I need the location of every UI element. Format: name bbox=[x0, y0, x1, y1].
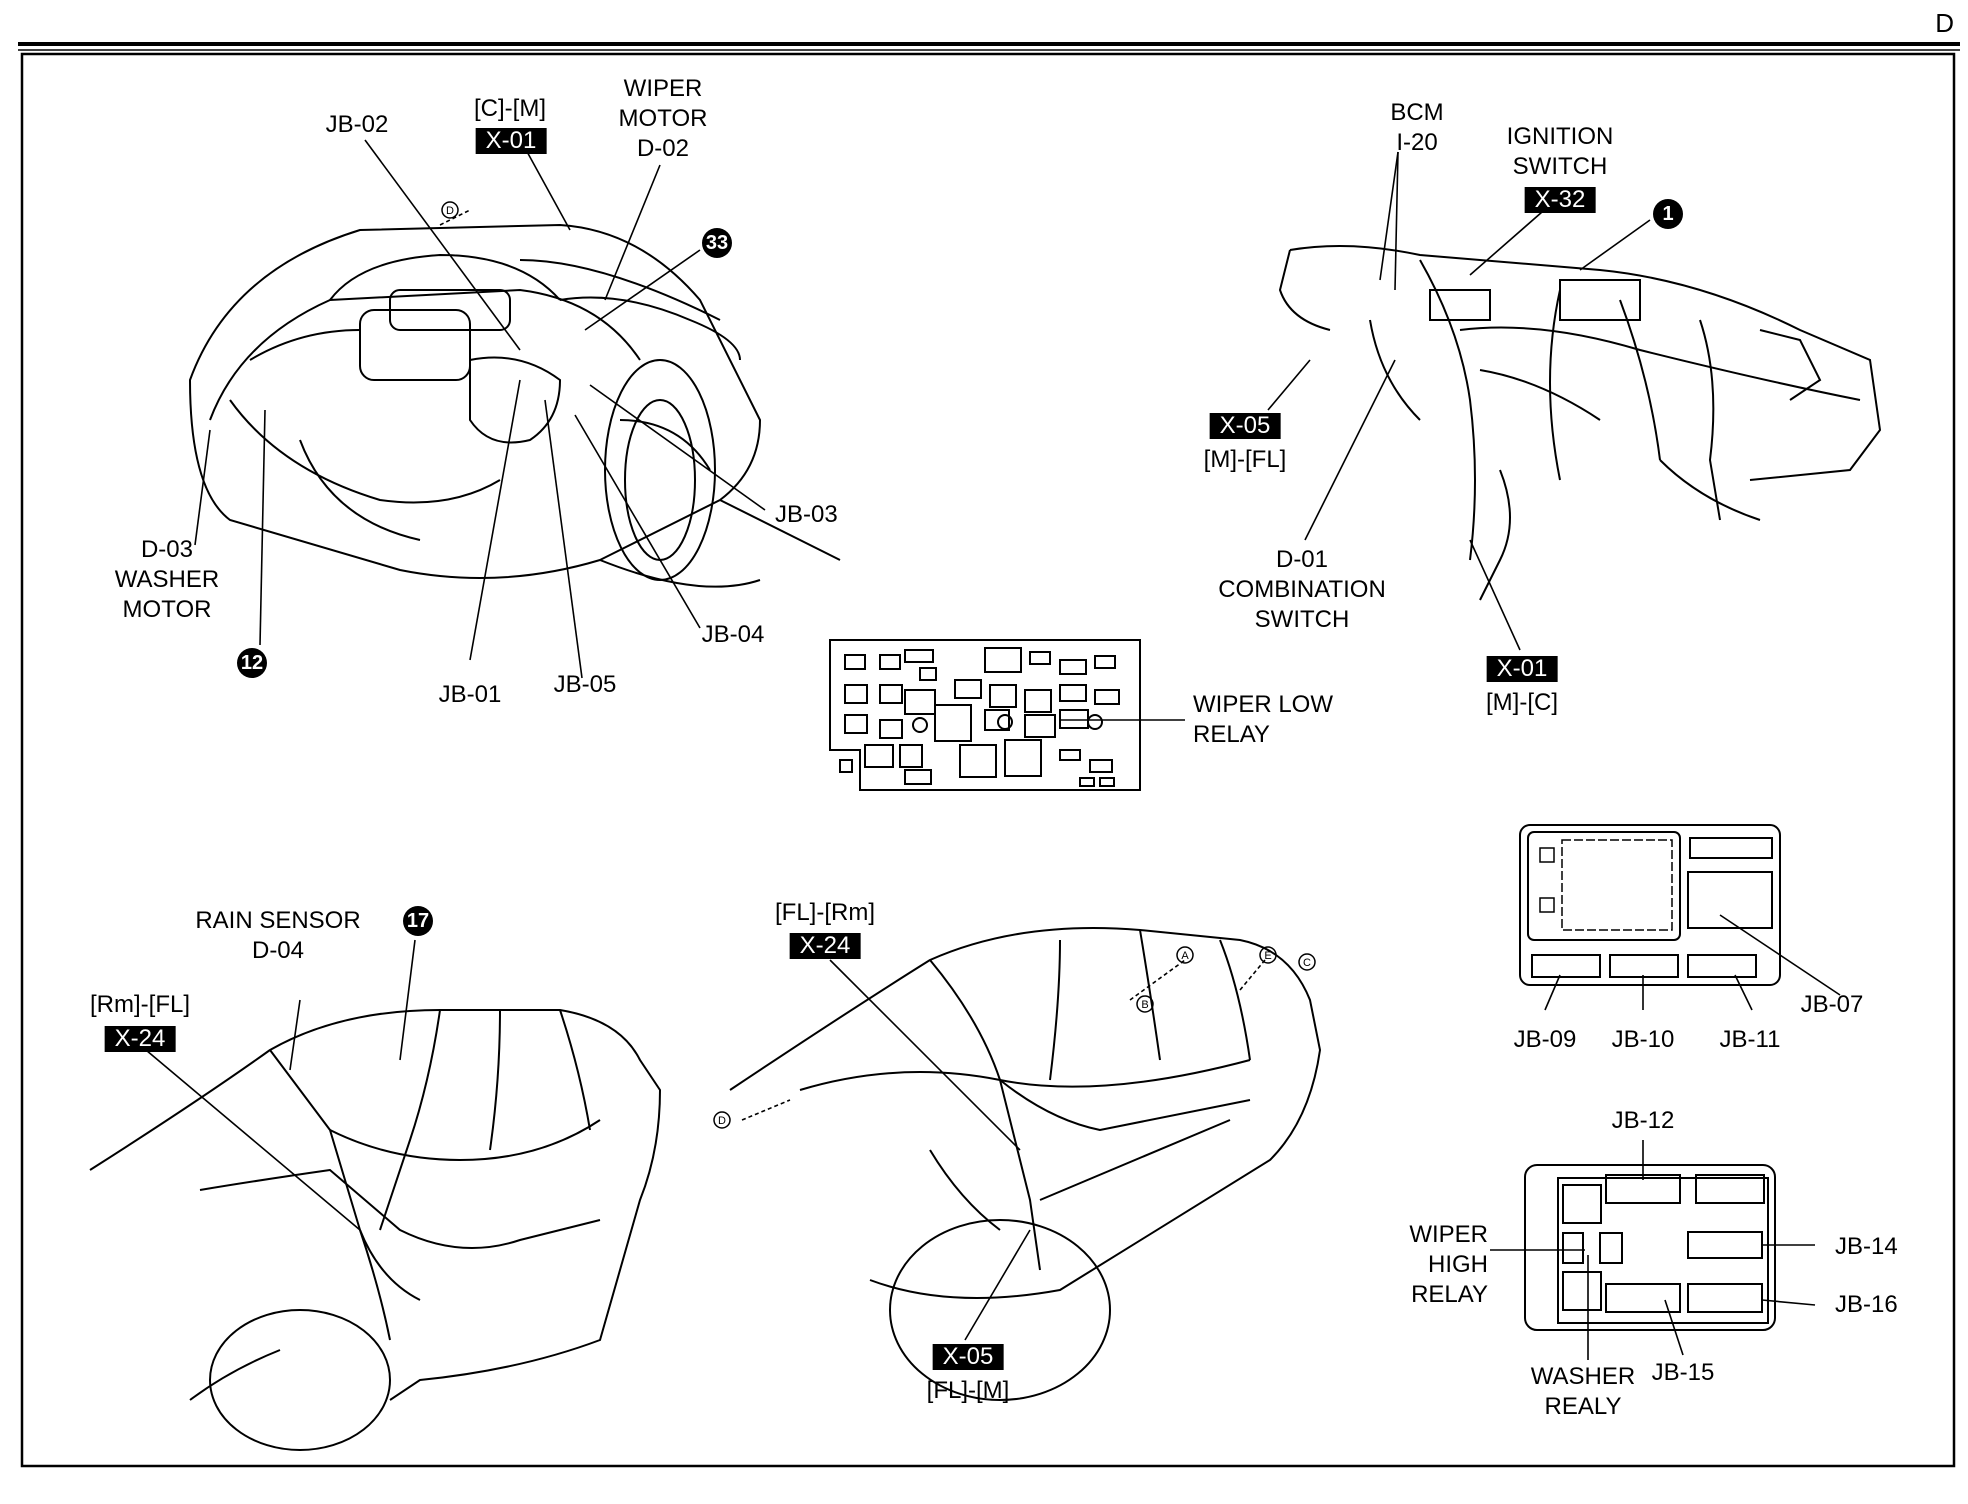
label-jb-15: JB-15 bbox=[1651, 1359, 1715, 1386]
marker-17: 17 bbox=[403, 906, 433, 936]
diagram-frame bbox=[20, 52, 1956, 1468]
marker-d-bottom-circle bbox=[713, 1111, 731, 1129]
label-fl-rm: [FL]-[Rm] bbox=[775, 899, 875, 926]
connector-x-05-top: X-05 bbox=[1209, 413, 1281, 439]
label-jb-07: JB-07 bbox=[1800, 991, 1864, 1018]
marker-d-bottom: D bbox=[718, 1115, 726, 1127]
connector-x-01-right: X-01 bbox=[1486, 656, 1558, 682]
connector-x-01-top: X-01 bbox=[475, 128, 547, 154]
marker-12: 12 bbox=[237, 648, 267, 678]
marker-1: 1 bbox=[1653, 199, 1683, 229]
leader-lines bbox=[139, 139, 1841, 1360]
label-wiper-high-relay: WIPER HIGH RELAY bbox=[1409, 1221, 1488, 1308]
label-jb-01: JB-01 bbox=[438, 681, 502, 708]
label-m-fl: [M]-[FL] bbox=[1203, 446, 1287, 473]
marker-a-circle bbox=[1176, 946, 1194, 964]
label-jb-05: JB-05 bbox=[553, 671, 617, 698]
label-jb-14: JB-14 bbox=[1835, 1233, 1898, 1260]
label-c-m: [C]-[M] bbox=[474, 95, 546, 122]
marker-e: E bbox=[1264, 950, 1271, 962]
marker-33: 33 bbox=[702, 228, 732, 258]
label-jb-12: JB-12 bbox=[1611, 1107, 1675, 1134]
dashboard-harness-illustration bbox=[1278, 245, 1882, 601]
fuse-panel-illustration bbox=[1519, 824, 1781, 986]
marker-e-circle bbox=[1259, 946, 1277, 964]
connector-x-24-left: X-24 bbox=[104, 1026, 176, 1052]
page-letter: D bbox=[1935, 8, 1954, 38]
connector-x-24-mid: X-24 bbox=[789, 933, 861, 959]
label-washer-realy: WASHER REALY bbox=[1530, 1363, 1636, 1420]
label-wiper-low-relay: WIPER LOW RELAY bbox=[1193, 691, 1334, 748]
marker-d-top-circle bbox=[441, 201, 459, 219]
label-jb-03: JB-03 bbox=[775, 501, 838, 528]
label-rm-fl: [Rm]-[FL] bbox=[90, 991, 190, 1018]
label-m-c: [M]-[C] bbox=[1486, 689, 1558, 716]
label-jb-10: JB-10 bbox=[1611, 1026, 1675, 1053]
connector-x-32: X-32 bbox=[1524, 187, 1596, 213]
label-jb-09: JB-09 bbox=[1513, 1026, 1577, 1053]
relay-box-illustration bbox=[829, 639, 1141, 791]
engine-bay-illustration bbox=[188, 223, 841, 588]
label-rain-sensor: RAIN SENSOR D-04 bbox=[195, 907, 361, 964]
label-ignition-switch: IGNITION SWITCH bbox=[1506, 123, 1614, 180]
label-combination-switch: D-01 COMBINATION SWITCH bbox=[1218, 546, 1386, 633]
label-jb-11: JB-11 bbox=[1719, 1026, 1781, 1053]
marker-c-circle bbox=[1298, 953, 1316, 971]
label-jb-16: JB-16 bbox=[1835, 1291, 1898, 1318]
label-washer-motor: D-03 WASHER MOTOR bbox=[114, 536, 220, 623]
marker-d-top: D bbox=[446, 205, 454, 217]
sedan-middle-illustration bbox=[729, 927, 1322, 1401]
label-fl-m: [FL]-[M] bbox=[926, 1377, 1010, 1404]
marker-b: B bbox=[1141, 999, 1148, 1011]
label-jb-02: JB-02 bbox=[325, 111, 389, 138]
marker-c: C bbox=[1303, 957, 1311, 969]
sedan-left-illustration bbox=[89, 1009, 662, 1451]
marker-b-circle bbox=[1136, 995, 1154, 1013]
relay-block-illustration bbox=[1524, 1164, 1776, 1331]
label-jb-04: JB-04 bbox=[701, 621, 765, 648]
label-wiper-motor: WIPER MOTOR D-02 bbox=[618, 75, 708, 162]
label-bcm: BCM I-20 bbox=[1390, 99, 1444, 156]
connector-x-05-bottom: X-05 bbox=[932, 1344, 1004, 1370]
marker-a: A bbox=[1181, 950, 1189, 962]
